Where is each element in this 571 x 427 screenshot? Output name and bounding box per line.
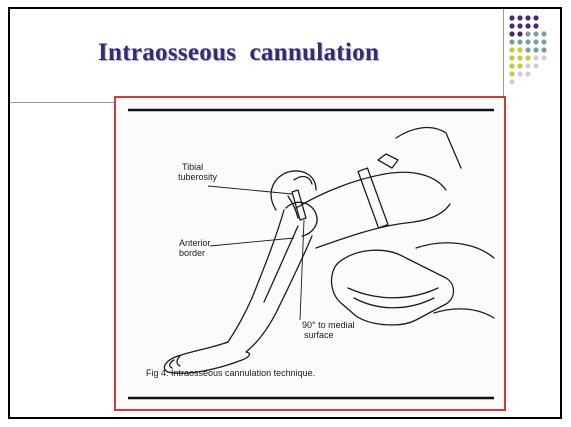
figure-frame: Tibial tuberosity Anterior border 90° to… xyxy=(114,96,506,411)
figure-caption: Fig 4. Intraosseous cannulation techniqu… xyxy=(146,368,315,378)
leg-illustration xyxy=(116,98,504,409)
label-border: border xyxy=(179,248,205,258)
label-tibial: Tibial xyxy=(182,162,203,172)
slide: Intraosseous cannulation xyxy=(8,7,562,419)
decorative-dot-grid xyxy=(506,13,554,103)
label-medial-line2: surface xyxy=(304,330,334,340)
label-anterior: Anterior xyxy=(179,238,211,248)
title-divider-vertical xyxy=(503,9,504,105)
label-medial-line1: 90° to medial xyxy=(302,320,355,330)
slide-title: Intraosseous cannulation xyxy=(98,39,379,67)
label-tuberosity: tuberosity xyxy=(178,172,217,182)
